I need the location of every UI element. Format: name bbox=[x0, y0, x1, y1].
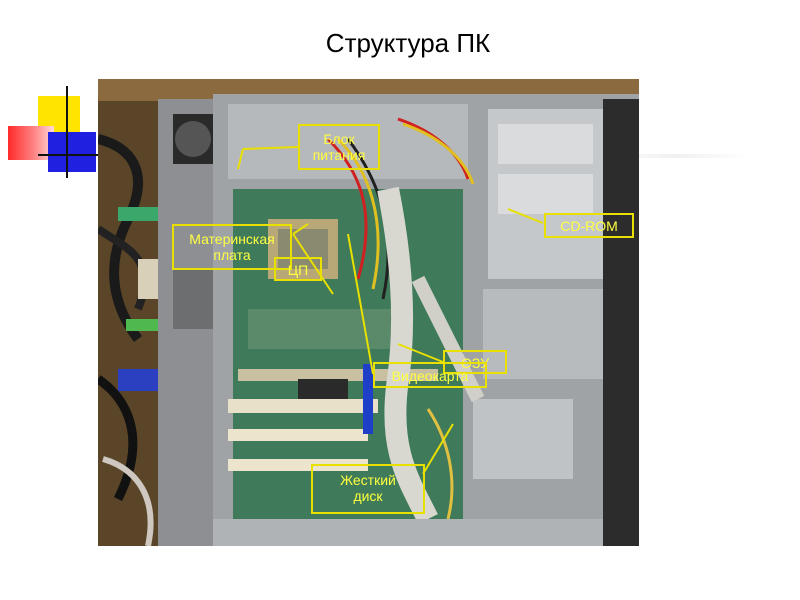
pc-case-photo bbox=[98, 79, 639, 546]
label-video-card: Видеокарта bbox=[373, 362, 487, 388]
callout-line-cdrom bbox=[507, 208, 544, 224]
callout-line-ram bbox=[397, 343, 444, 363]
slide-title: Структура ПК bbox=[325, 28, 491, 58]
callout-line-video bbox=[347, 233, 374, 375]
callout-line-power-tail bbox=[237, 148, 244, 170]
label-cdrom: CD-ROM bbox=[544, 213, 634, 238]
decorative-fade-line bbox=[600, 154, 750, 158]
callout-line-power bbox=[242, 146, 299, 150]
label-cpu: ЦП bbox=[274, 257, 322, 281]
callout-line-hdd bbox=[422, 423, 454, 475]
label-power-supply: Блок питания bbox=[298, 124, 380, 170]
logo-blue-square bbox=[48, 132, 96, 172]
decorative-logo bbox=[8, 86, 118, 186]
logo-vertical-line bbox=[66, 86, 68, 178]
callout-line-motherboard bbox=[292, 233, 334, 295]
callout-line-cpu bbox=[292, 223, 309, 235]
logo-horizontal-line bbox=[38, 154, 106, 156]
label-motherboard: Материнская плата bbox=[172, 224, 292, 270]
pc-case-illustration bbox=[98, 79, 639, 546]
label-hard-disk: Жесткий диск bbox=[311, 464, 425, 514]
callout-lines bbox=[237, 146, 544, 475]
